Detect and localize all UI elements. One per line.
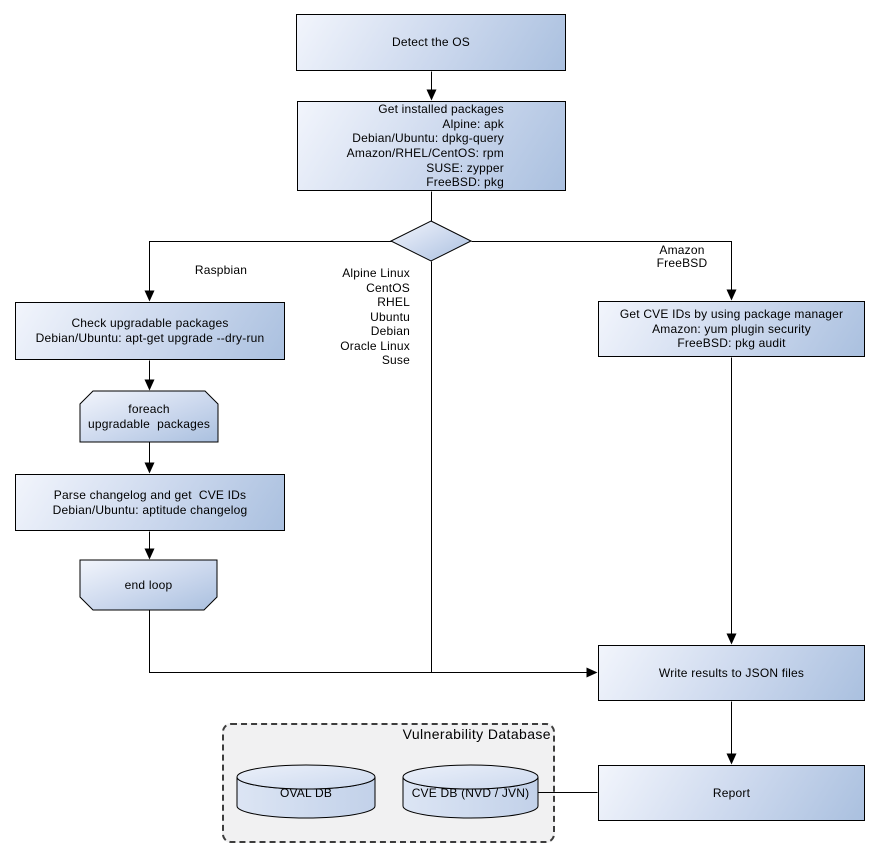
node-check-upgradable-packages: Check upgradable packages Debian/Ubuntu:…: [15, 302, 285, 360]
node-report: Report: [598, 765, 865, 821]
loop-start-label: foreach upgradable packages: [87, 401, 211, 431]
cve-db-label: CVE DB (NVD / JVN): [411, 785, 530, 800]
node-get-installed-packages: Get installed packages Alpine: apk Debia…: [297, 101, 566, 191]
loop-end-label: end loop: [124, 577, 173, 592]
node-detect-os: Detect the OS: [296, 14, 566, 71]
node-write-results: Write results to JSON files: [598, 645, 865, 701]
edge-label-middle-os-list: Alpine Linux CentOS RHEL Ubuntu Debian O…: [340, 266, 410, 367]
vulnerability-database-title: Vulnerability Database: [402, 726, 551, 742]
edge-label-raspbian: Raspbian: [194, 263, 248, 277]
decision-diamond: [389, 220, 473, 262]
node-parse-changelog: Parse changelog and get CVE IDs Debian/U…: [15, 474, 285, 531]
edge-label-amazon-freebsd: Amazon FreeBSD: [656, 243, 708, 270]
edge-endloop-to-write: [149, 610, 598, 678]
node-get-cve-ids: Get CVE IDs by using package manager Ama…: [598, 301, 865, 357]
oval-db-label: OVAL DB: [279, 785, 333, 800]
